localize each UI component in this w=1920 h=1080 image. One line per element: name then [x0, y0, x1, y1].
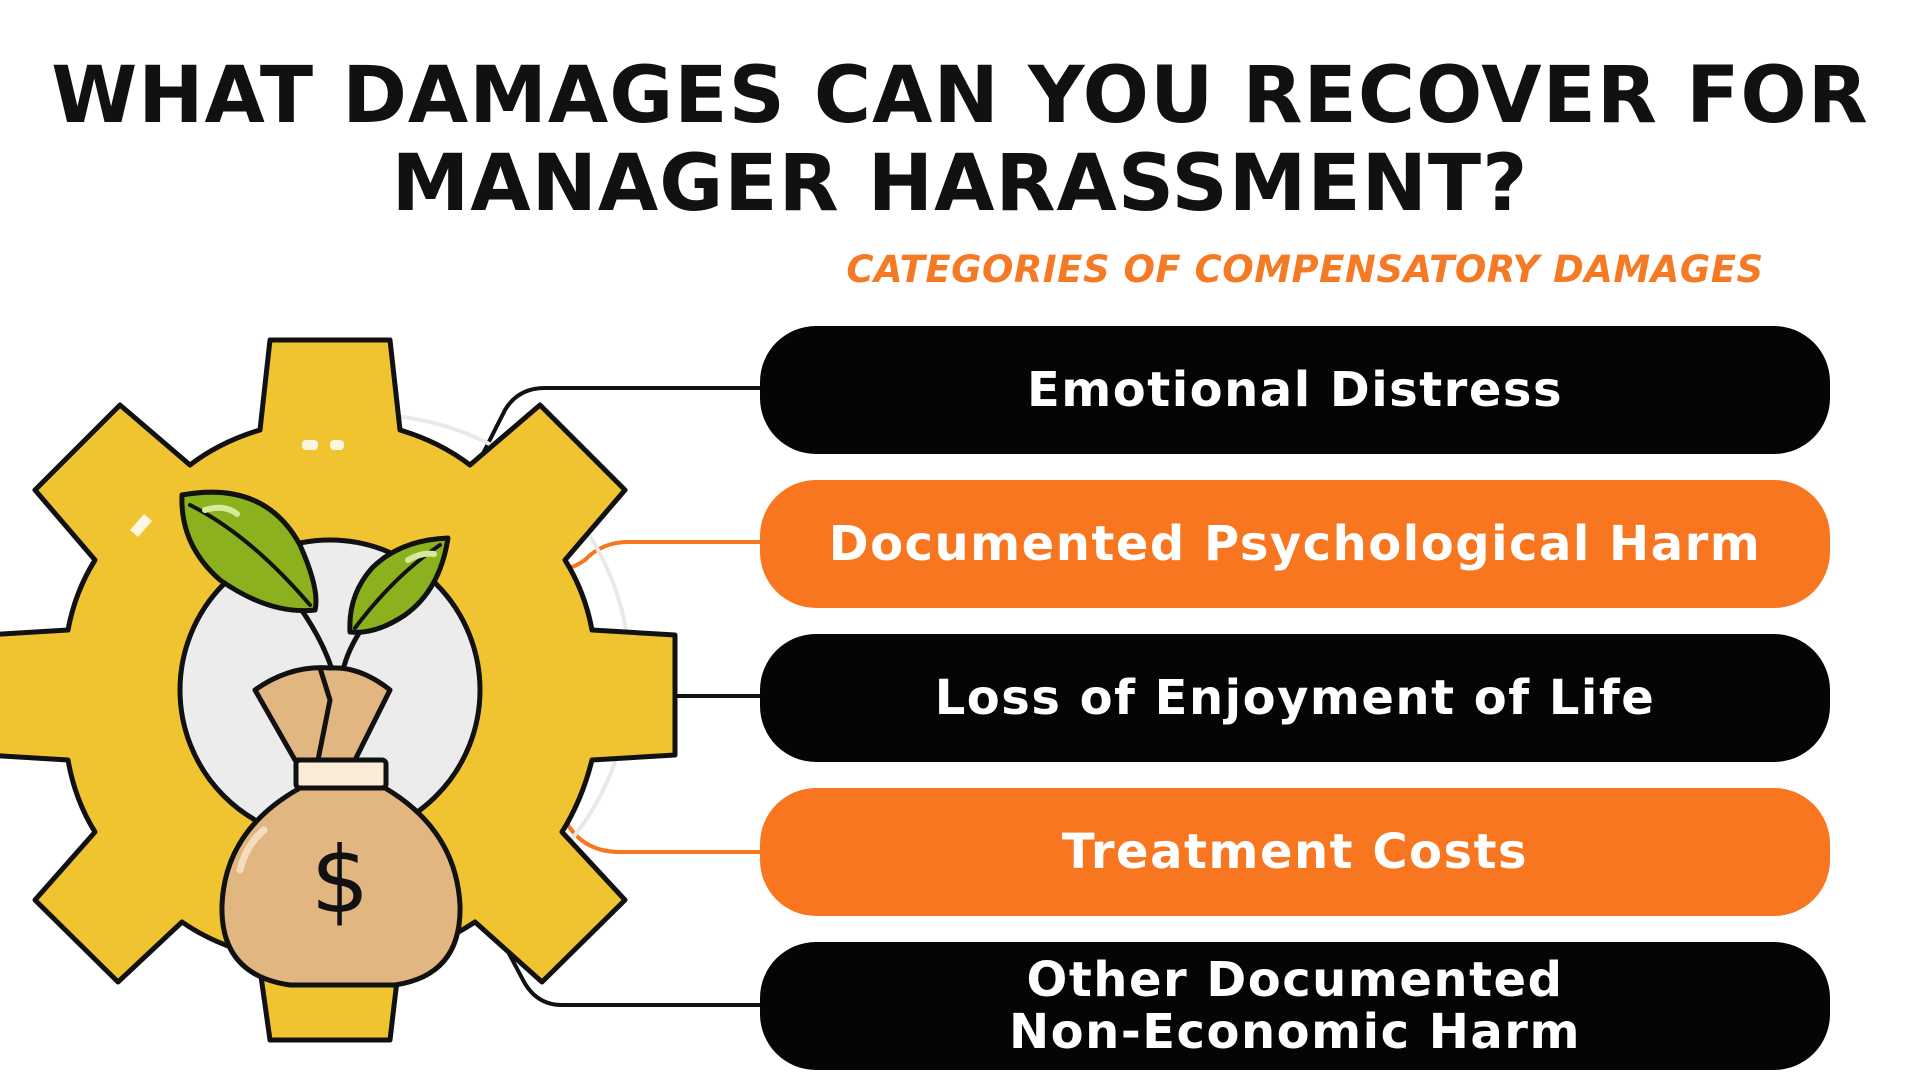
- connector-2: [543, 540, 762, 574]
- category-label: Documented Psychological Harm: [828, 516, 1762, 572]
- section-subtitle: CATEGORIES OF COMPENSATORY DAMAGES: [846, 248, 1764, 291]
- category-treatment-costs: Treatment Costs: [760, 788, 1830, 916]
- sprout-icon: [179, 489, 451, 683]
- title-line-1: WHAT DAMAGES CAN YOU RECOVER FOR: [51, 51, 1869, 141]
- category-label: Other Documented Non-Economic Harm: [1009, 952, 1581, 1060]
- connector-5: [488, 916, 762, 1007]
- connector-4: [557, 758, 762, 854]
- connector-1: [460, 386, 762, 497]
- page-title: WHAT DAMAGES CAN YOU RECOVER FOR MANAGER…: [0, 52, 1920, 228]
- connector-lines: [460, 386, 762, 1007]
- category-emotional-distress: Emotional Distress: [760, 326, 1830, 454]
- category-other-non-economic-harm: Other Documented Non-Economic Harm: [760, 942, 1830, 1070]
- category-label: Treatment Costs: [1061, 824, 1529, 880]
- category-label: Loss of Enjoyment of Life: [934, 670, 1656, 726]
- category-documented-psychological-harm: Documented Psychological Harm: [760, 480, 1830, 608]
- category-loss-of-enjoyment: Loss of Enjoyment of Life: [760, 634, 1830, 762]
- dollar-sign-icon: $: [311, 827, 370, 934]
- background-ring: [108, 413, 632, 937]
- category-label: Emotional Distress: [1026, 362, 1564, 418]
- title-line-2: MANAGER HARASSMENT?: [391, 139, 1529, 229]
- gear-icon: [0, 337, 678, 1043]
- money-bag-icon: [219, 665, 463, 988]
